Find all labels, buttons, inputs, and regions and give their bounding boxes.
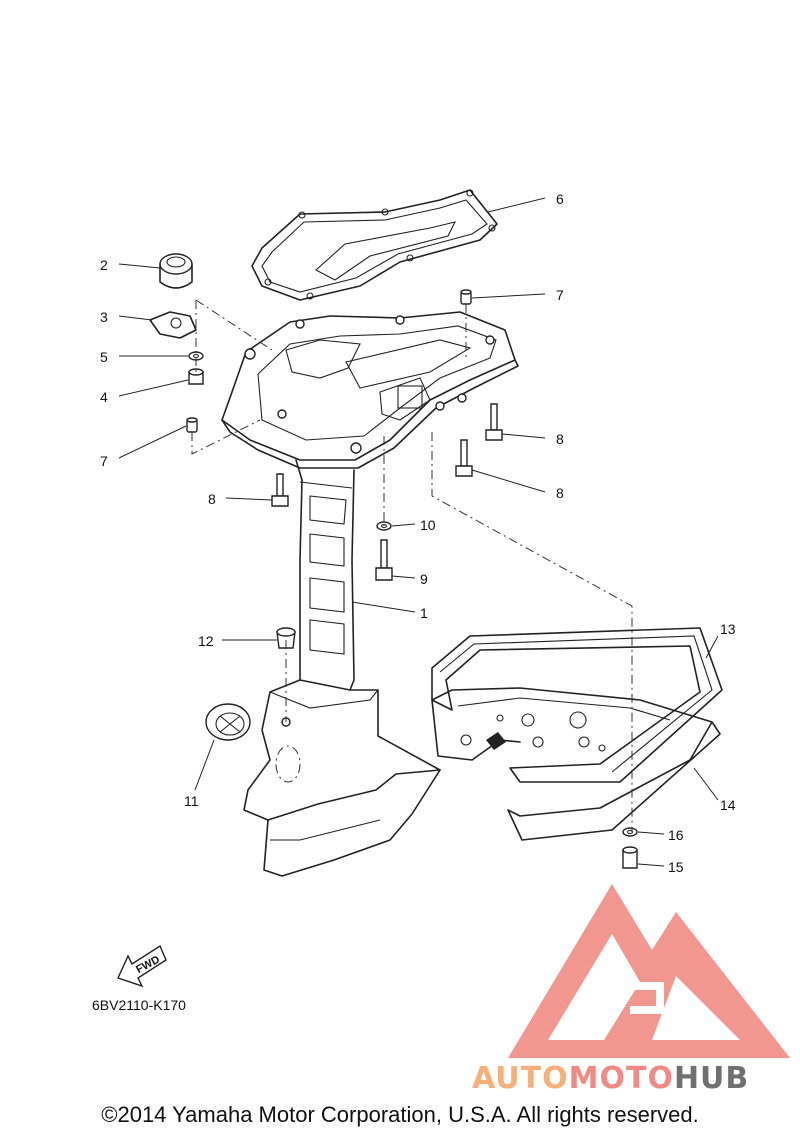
callout-10: 10 <box>420 517 436 533</box>
part-11-plug <box>205 703 251 741</box>
part-2-plug <box>159 253 193 289</box>
part-1-driveshaft-housing <box>243 459 441 877</box>
callout-16: 16 <box>668 827 684 843</box>
part-14-cover <box>431 687 721 841</box>
part-8-bolt-a <box>485 403 503 441</box>
callout-15: 15 <box>668 859 684 875</box>
part-9-bolt <box>375 539 393 581</box>
callout-numbers: 2 3 5 4 6 7 7 8 8 8 10 9 1 12 11 13 14 1… <box>100 191 736 875</box>
assembly-lines <box>191 299 633 832</box>
part-8-bolt-c <box>271 473 289 507</box>
callout-3: 3 <box>100 309 108 325</box>
leader-lines <box>118 197 719 867</box>
watermark-auto: AUTO <box>472 1061 569 1096</box>
callout-6: 6 <box>556 191 564 207</box>
callout-11: 11 <box>184 793 199 809</box>
part-3-plate <box>149 311 197 339</box>
callout-8-c: 8 <box>208 491 216 507</box>
callout-14: 14 <box>720 797 736 813</box>
part-6-gasket <box>251 189 498 301</box>
fwd-label: FWD <box>134 954 162 976</box>
part-15-bolt <box>622 846 638 869</box>
automotohub-logo-mark <box>508 884 790 1058</box>
callout-12: 12 <box>198 633 214 649</box>
watermark-hub: HUB <box>674 1061 749 1096</box>
callout-13: 13 <box>720 621 736 637</box>
part-4-bolt <box>188 368 204 385</box>
watermark-text: AUTOMOTOHUB <box>472 1061 749 1096</box>
callout-9: 9 <box>420 571 428 587</box>
callout-5: 5 <box>100 349 108 365</box>
part-7-dowel-lower <box>186 417 198 433</box>
copyright-notice: ©2014 Yamaha Motor Corporation, U.S.A. A… <box>101 1102 699 1127</box>
callout-8-a: 8 <box>556 431 564 447</box>
part-8-bolt-b <box>455 439 473 477</box>
upper-casing-plate <box>221 311 519 469</box>
part-16-washer <box>622 827 638 837</box>
callout-1: 1 <box>420 605 428 621</box>
part-13-frame <box>431 627 723 783</box>
part-7-dowel-upper <box>460 289 472 305</box>
callout-2: 2 <box>100 257 108 273</box>
reference-code: 6BV2110-K170 <box>92 997 186 1013</box>
callout-7-upper: 7 <box>556 287 564 303</box>
fwd-arrow-icon: FWD <box>117 944 167 988</box>
callout-4: 4 <box>100 389 108 405</box>
watermark-moto: MOTO <box>569 1061 674 1096</box>
callout-8-b: 8 <box>556 485 564 501</box>
callout-7-lower: 7 <box>100 453 108 469</box>
